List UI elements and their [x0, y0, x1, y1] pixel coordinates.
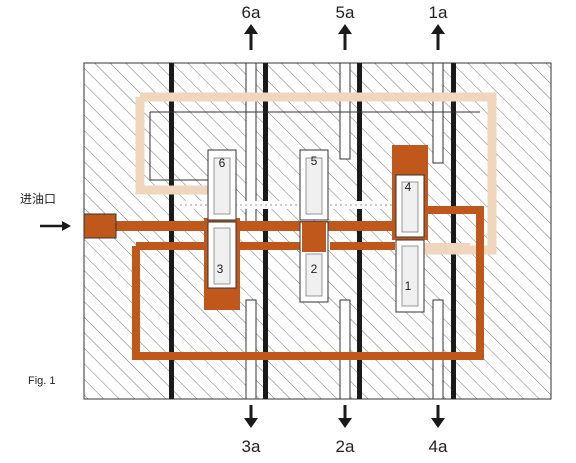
- bottom-port-arrows: [244, 405, 445, 428]
- valve-label-6: 6: [219, 156, 226, 170]
- inlet-label: 进油口: [20, 192, 56, 206]
- valve-label-1: 1: [405, 279, 412, 293]
- valve-label-4: 4: [405, 180, 412, 194]
- valve-group-right: 4 1: [392, 145, 428, 313]
- valve-label-5: 5: [311, 154, 318, 168]
- inlet-arrow-icon: [40, 221, 71, 231]
- port-label-3a: 3a: [242, 437, 261, 456]
- port-passages: [245, 62, 444, 400]
- port-label-1a: 1a: [429, 3, 448, 22]
- valve-label-2: 2: [311, 262, 318, 276]
- valve-group-left: 6 3: [204, 149, 240, 310]
- port-label-5a: 5a: [336, 3, 355, 22]
- section-bar: [451, 63, 456, 399]
- port-label-6a: 6a: [242, 3, 261, 22]
- inlet-block: [83, 213, 117, 239]
- port-label-2a: 2a: [336, 437, 355, 456]
- port-label-4a: 4a: [429, 437, 448, 456]
- valve-label-3: 3: [217, 262, 224, 276]
- figure-label: Fig. 1: [28, 375, 56, 387]
- top-port-arrows: [244, 24, 445, 50]
- valve-group-middle: 5 2: [299, 149, 329, 303]
